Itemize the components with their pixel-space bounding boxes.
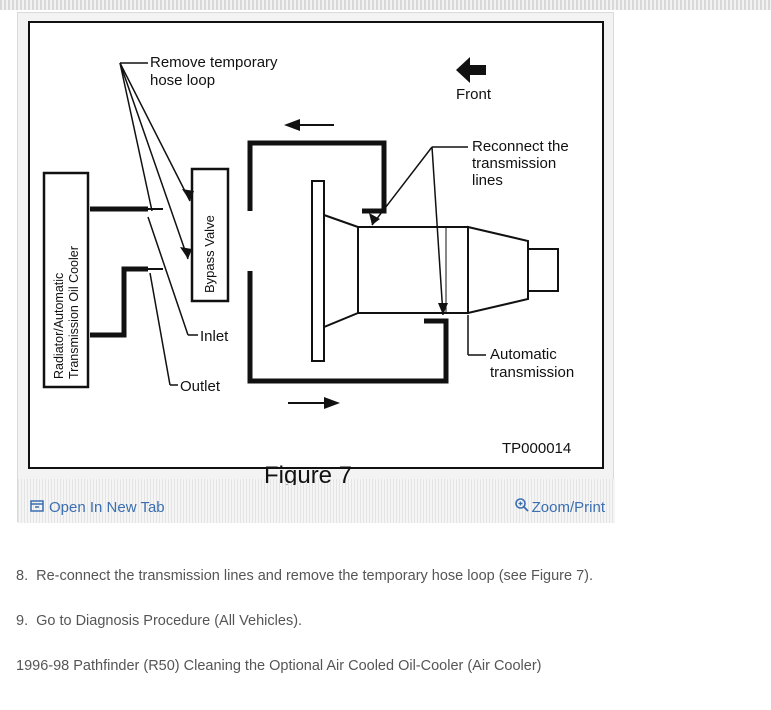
- flow-arrow-bottom: [288, 397, 340, 409]
- step-number: 8.: [16, 568, 29, 584]
- callout-reconnect-line3: lines: [472, 172, 503, 189]
- figure-7-diagram: Radiator/Automatic Transmission Oil Cool…: [28, 21, 604, 469]
- callout-remove-line1: Remove temporary: [150, 54, 278, 71]
- flow-arrow-top: [284, 119, 334, 131]
- step-text: Re-connect the transmission lines and re…: [36, 568, 594, 584]
- zoom-icon: [514, 497, 530, 517]
- outlet-label: Outlet: [180, 378, 221, 395]
- inlet-label: Inlet: [200, 328, 229, 345]
- arrowheads: [180, 189, 448, 315]
- figure-caption-text: Figure 7: [264, 462, 352, 485]
- section-title: 1996-98 Pathfinder (R50) Cleaning the Op…: [16, 658, 542, 674]
- callout-reconnect-line2: transmission: [472, 155, 556, 172]
- bypass-valve: Bypass Valve: [190, 167, 230, 303]
- top-divider: [0, 0, 771, 10]
- step-text: Go to Diagnosis Procedure (All Vehicles)…: [36, 613, 303, 629]
- open-in-new-tab-label: Open In New Tab: [49, 499, 165, 516]
- callout-remove-line2: hose loop: [150, 72, 215, 89]
- trans-label-line2: transmission: [490, 364, 574, 381]
- zoom-print-button[interactable]: Zoom/Print: [514, 497, 605, 517]
- front-label: Front: [456, 86, 492, 103]
- trans-label-line1: Automatic: [490, 346, 557, 363]
- callout-reconnect-line1: Reconnect the: [472, 138, 569, 155]
- cooler-label-line2: Transmission Oil Cooler: [67, 246, 81, 379]
- figure-code: TP000014: [502, 440, 571, 457]
- open-new-tab-icon: [30, 499, 44, 516]
- transmission-lines: [90, 140, 449, 384]
- step-8: 8. Re-connect the transmission lines and …: [16, 568, 593, 584]
- figure-panel: Radiator/Automatic Transmission Oil Cool…: [17, 12, 615, 523]
- step-9: 9. Go to Diagnosis Procedure (All Vehicle…: [16, 613, 302, 629]
- svg-text:Radiator/Automatic T: Radiator/Automatic Transmission Oil Cool…: [52, 246, 81, 379]
- step-number: 9.: [16, 613, 29, 629]
- callout-leaders: [119, 62, 486, 386]
- automatic-transmission-body: [311, 180, 559, 362]
- front-arrow-icon: [456, 57, 486, 83]
- cooler-label-line1: Radiator/Automatic: [52, 273, 66, 379]
- oil-cooler-box: Radiator/Automatic Transmission Oil Cool…: [42, 171, 90, 389]
- zoom-print-label: Zoom/Print: [531, 498, 605, 516]
- bypass-valve-label: Bypass Valve: [202, 215, 217, 293]
- open-in-new-tab-button[interactable]: Open In New Tab: [30, 499, 165, 516]
